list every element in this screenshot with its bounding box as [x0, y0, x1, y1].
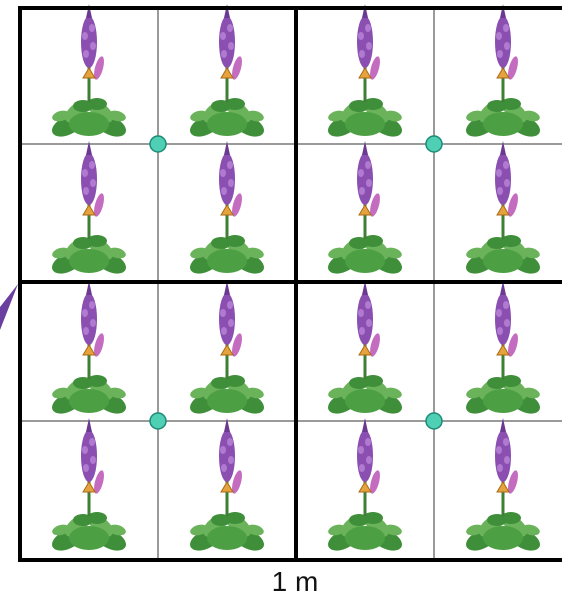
- center-marker: [426, 413, 442, 429]
- lupine-plant: [49, 4, 130, 141]
- lupine-plant: [463, 418, 544, 555]
- lupine-plant: [187, 4, 268, 141]
- center-marker: [150, 136, 166, 152]
- lupine-plant: [463, 4, 544, 141]
- lupine-plant: [187, 418, 268, 555]
- lupine-plant: [49, 281, 130, 418]
- lupine-plant: [463, 141, 544, 278]
- scale-label: 1 m: [0, 566, 562, 598]
- lupine-plant: [325, 418, 406, 555]
- lupine-plant: [325, 4, 406, 141]
- lupine-plant: [187, 141, 268, 278]
- center-marker: [150, 413, 166, 429]
- lupine-plant: [49, 418, 130, 555]
- lupine-plant: [325, 141, 406, 278]
- arrow-pointer-icon: [0, 284, 18, 330]
- lupine-plant: [325, 281, 406, 418]
- lupine-plant: [463, 281, 544, 418]
- lupine-plant: [187, 281, 268, 418]
- center-marker: [426, 136, 442, 152]
- lupine-plant: [49, 141, 130, 278]
